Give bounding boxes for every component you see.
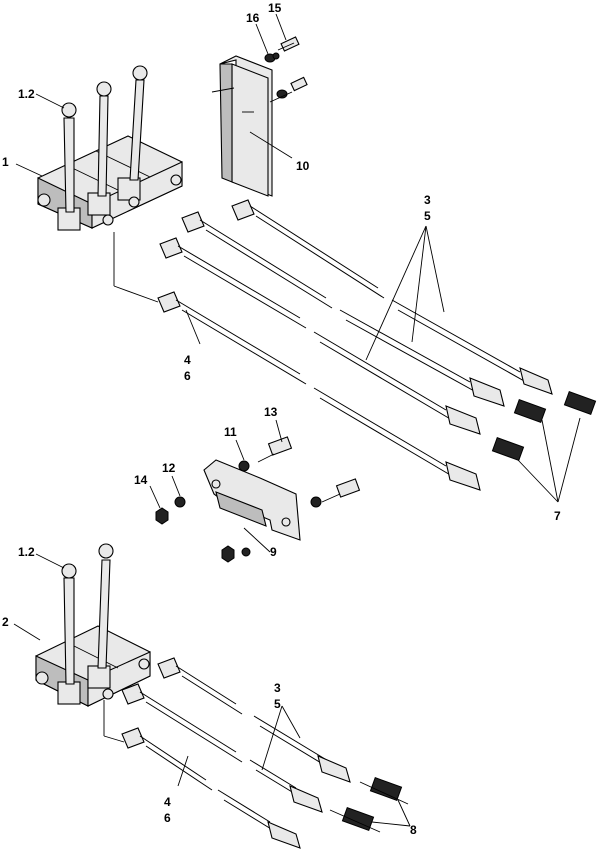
hose-top-1 [231,199,553,395]
callout-5-bottom: 5 [274,697,281,711]
hose-bottom-1 [157,657,351,783]
nut-9-lower [221,545,235,563]
callout-6-top: 6 [184,369,191,383]
washer-9-lower [241,547,251,557]
hose-bottom-2 [121,683,323,813]
callout-4-bottom: 4 [164,795,171,809]
hose-top-4 [157,291,481,491]
adapter-8b [329,806,381,833]
bolt-9-right [321,478,361,503]
callout-1: 1 [2,155,9,169]
callout-1-2-top: 1.2 [18,87,35,101]
callout-10: 10 [296,159,310,173]
callout-12: 12 [162,461,176,475]
leader-lines [13,13,581,827]
callout-4-top: 4 [184,353,191,367]
callout-3-top: 3 [424,193,431,207]
centerline-top-2 [113,285,159,303]
nut-14 [155,507,169,525]
adapter-7c [491,436,525,462]
valve-block-2-lever [35,543,151,707]
hose-top-3 [159,237,481,435]
bracket-9 [203,459,301,541]
callout-14: 14 [134,473,148,487]
callout-15: 15 [268,1,282,15]
adapter-8a [359,776,409,805]
washer-16 [264,52,280,63]
screw-lower-plate [269,76,308,103]
washer-11 [238,460,250,472]
mounting-plate [211,55,273,197]
callout-11: 11 [224,425,237,439]
callout-13: 13 [264,405,278,419]
adapter-7a [563,390,597,416]
washer-12 [174,496,186,508]
adapter-7b [513,398,547,424]
callout-8: 8 [410,823,417,837]
centerline-bottom-2 [103,735,125,743]
callout-9: 9 [270,545,277,559]
callout-5-top: 5 [424,209,431,223]
callout-6-bottom: 6 [164,811,171,825]
callout-3-bottom: 3 [274,681,281,695]
callout-1-2-bottom: 1.2 [18,545,35,559]
callout-2: 2 [2,615,9,629]
bolt-13 [257,436,293,463]
screw-15 [277,36,300,52]
washer-9-right [310,496,322,508]
hose-top-2 [181,211,505,407]
valve-block-3-lever [37,65,183,231]
hose-bottom-3 [121,727,301,849]
callout-16: 16 [246,11,260,25]
callout-7: 7 [554,509,561,523]
